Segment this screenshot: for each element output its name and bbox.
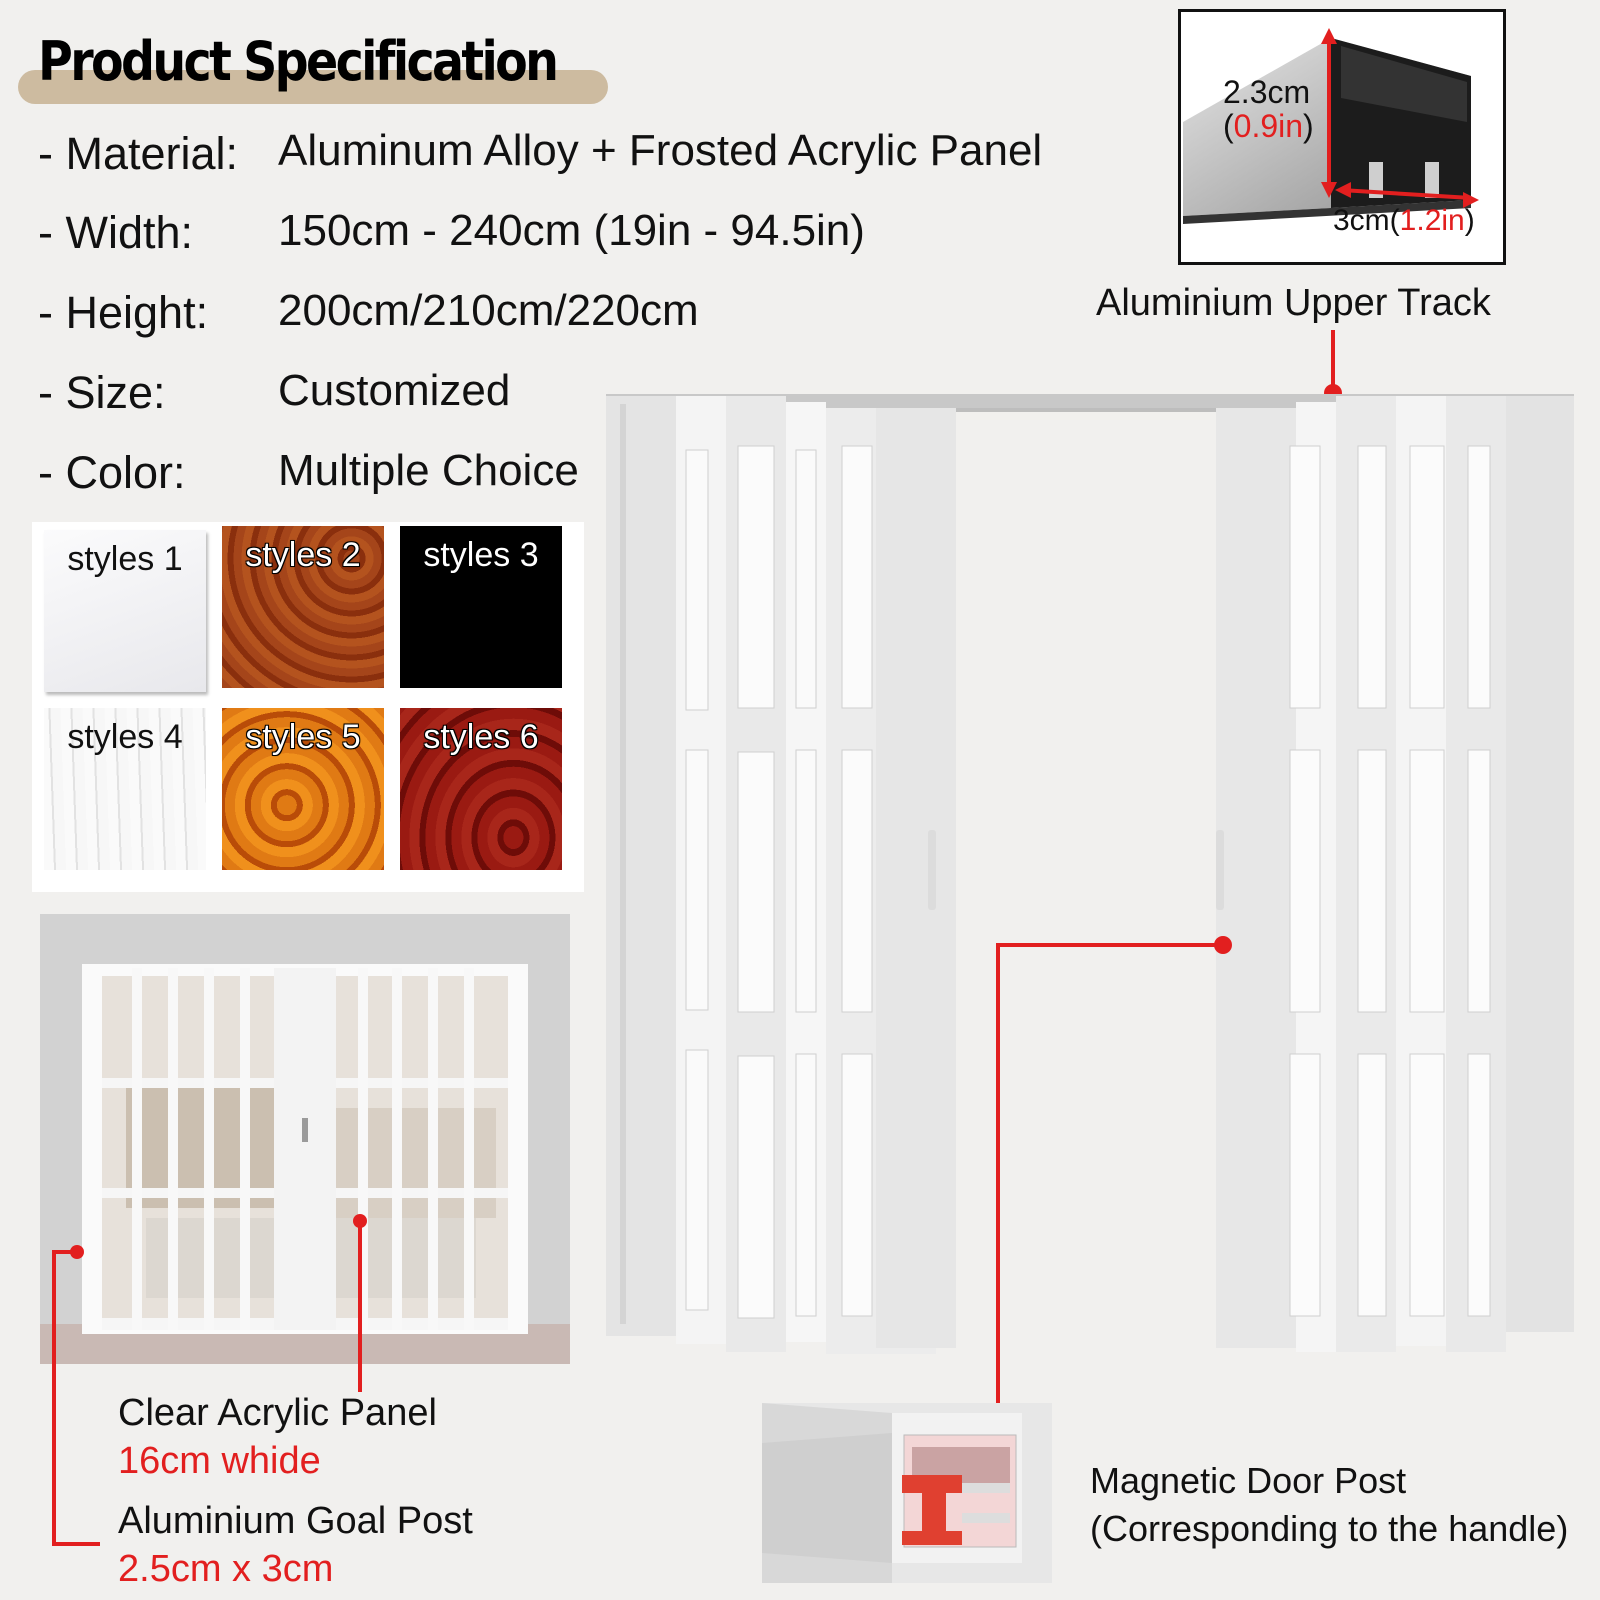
goal-post-pointer-line-v [52,1250,56,1546]
acrylic-panel-label: Clear Acrylic Panel [118,1392,437,1434]
swatch-styles-4[interactable]: styles 4 [44,708,206,870]
room-door-panels [86,968,524,1330]
upper-track-inset: 2.3cm (0.9in) 3cm(1.2in) [1178,9,1506,265]
goal-post-pointer-line-bottom [52,1542,100,1546]
swatch-styles-2[interactable]: styles 2 [222,526,384,688]
swatch-styles-6[interactable]: styles 6 [400,708,562,870]
acrylic-panel-size: 16cm whide [118,1440,321,1482]
acrylic-panel-pointer-line [358,1220,362,1392]
track-height-cm: 2.3cm [1223,74,1311,110]
swatch-styles-1[interactable]: styles 1 [44,530,206,692]
folding-door-illustration [606,394,1574,1354]
swatch-label: styles 5 [245,718,361,756]
magnetic-post-illustration [762,1403,1022,1583]
right-door-stack [1216,396,1574,1352]
spec-value-width: 150cm - 240cm (19in - 94.5in) [278,206,865,255]
room-door-photo [40,914,570,1364]
track-width: 3cm(1.2in) [1333,204,1475,237]
magnetic-post-sublabel: (Corresponding to the handle) [1090,1508,1569,1549]
swatch-label: styles 3 [423,536,539,574]
magnetic-post-label: Magnetic Door Post [1090,1460,1407,1501]
magnetic-post-pointer-dot [1214,936,1232,954]
swatch-label: styles 1 [67,540,183,578]
title-highlight-bar [18,70,608,104]
track-height-in: (0.9in) [1223,108,1314,144]
spec-key-size: - Size: [38,367,166,418]
color-swatch-panel: styles 1 styles 2 styles 3 styles 4 styl… [32,522,584,892]
spec-value-material: Aluminum Alloy + Frosted Acrylic Panel [278,126,1043,175]
spec-key-height: - Height: [38,287,209,338]
magnetic-post-pointer-line-h [996,943,1220,947]
swatch-styles-5[interactable]: styles 5 [222,708,384,870]
upper-track-pointer-line [1331,330,1335,392]
spec-value-height: 200cm/210cm/220cm [278,286,699,335]
swatch-label: styles 2 [245,536,361,574]
spec-value-color: Multiple Choice [278,446,579,495]
spec-key-width: - Width: [38,207,194,258]
magnetic-post-pointer-line-v [996,943,1000,1403]
left-door-stack [606,396,956,1354]
spec-value-size: Customized [278,366,511,415]
page-title: Product Specification [38,30,559,93]
goal-post-size: 2.5cm x 3cm [118,1548,334,1590]
spec-key-material: - Material: [38,128,239,179]
upper-track-label: Aluminium Upper Track [1096,282,1491,324]
swatch-label: styles 4 [67,718,183,756]
goal-post-pointer-line-top [52,1250,78,1254]
swatch-styles-3[interactable]: styles 3 [400,526,562,688]
room-door-frame [82,964,528,1334]
upper-track-illustration [1183,28,1479,224]
goal-post-label: Aluminium Goal Post [118,1500,473,1542]
magnetic-post-inset [762,1403,1052,1583]
swatch-label: styles 6 [423,718,539,756]
spec-key-color: - Color: [38,447,186,498]
